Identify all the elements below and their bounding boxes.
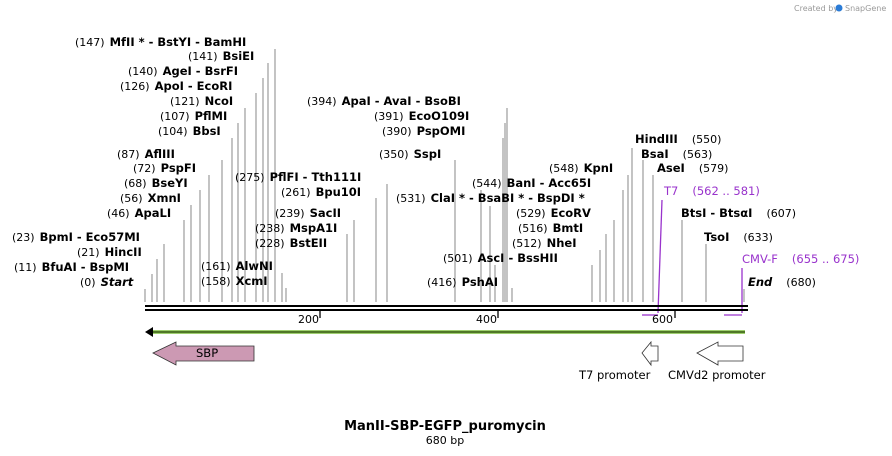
site-label: (11)BfuAI - BspMI <box>14 260 129 274</box>
site-label: HindIII(550) <box>635 132 721 146</box>
dna-backbone <box>145 305 748 311</box>
site-label: (516)BmtI <box>518 221 583 235</box>
primer-label: CMV-F(655 .. 675) <box>742 252 859 266</box>
primer-label: T7(562 .. 581) <box>663 184 760 198</box>
site-label: (107)PflMI <box>160 109 227 123</box>
site-label: (126)ApoI - EcoRI <box>120 79 232 93</box>
site-label: (104)BbsI <box>158 124 221 138</box>
site-label: End(680) <box>748 275 816 289</box>
site-label: (512)NheI <box>512 236 576 250</box>
feature-label-t7-promoter: T7 promoter <box>578 368 651 382</box>
site-label: AseI(579) <box>657 161 728 175</box>
feature-label-sbp: SBP <box>196 346 218 360</box>
site-label: TsoI(633) <box>704 230 773 244</box>
site-label: (72)PspFI <box>133 161 196 175</box>
site-label: (544)BanI - Acc65I <box>472 176 591 190</box>
site-label: (0)Start <box>80 275 134 289</box>
site-label: (228)BstEII <box>255 236 327 250</box>
site-label: (158)XcmI <box>201 274 268 288</box>
site-label: (147)MfII * - BstYI - BamHI <box>75 35 246 49</box>
site-connector-lines <box>144 49 745 302</box>
site-label: (548)KpnI <box>549 161 613 175</box>
site-label: BsaI(563) <box>641 147 712 161</box>
site-label: (275)PflFI - Tth111I <box>235 170 361 184</box>
site-label: (46)ApaLI <box>107 206 171 220</box>
site-label: (238)MspA1I <box>255 221 337 235</box>
site-label: (161)AlwNI <box>201 259 273 273</box>
site-label: (68)BseYI <box>124 176 188 190</box>
plasmid-length: 680 bp <box>426 434 464 447</box>
site-label: (141)BsiEI <box>188 49 254 63</box>
scale-tick-label: 600 <box>652 313 673 326</box>
site-label: (261)Bpu10I <box>281 185 361 199</box>
site-label: (140)AgeI - BsrFI <box>128 64 238 78</box>
feature-t7-promoter: T7 promoter <box>578 340 659 382</box>
feature-label-cmvd2-promoter: CMVd2 promoter <box>668 368 766 382</box>
scale-tick-label: 400 <box>476 313 497 326</box>
site-label: (394)ApaI - AvaI - BsoBI <box>307 94 461 108</box>
site-label: (531)ClaI * - BsaBI * - BspDI * <box>396 191 585 205</box>
site-label: (21)HincII <box>77 245 142 259</box>
site-label: (529)EcoRV <box>516 206 591 220</box>
plasmid-title: ManII-SBP-EGFP_puromycin <box>344 419 546 434</box>
site-label: (239)SacII <box>275 206 341 220</box>
site-label: BtsI - BtsαI(607) <box>681 206 796 220</box>
site-label: (350)SspI <box>379 147 441 161</box>
site-label: (501)AscI - BssHII <box>443 251 558 265</box>
feature-cmvd2-promoter: CMVd2 promoter <box>668 341 766 382</box>
site-label: (87)AflIII <box>117 147 175 161</box>
site-label: (121)NcoI <box>170 94 233 108</box>
site-label: (391)EcoO109I <box>374 109 469 123</box>
site-labels: (147)MfII * - BstYI - BamHI (141)BsiEI (… <box>12 35 859 289</box>
site-label: (416)PshAI <box>427 275 498 289</box>
site-label: (390)PspOMI <box>382 124 465 138</box>
snapgene-branding: Created by SnapGene <box>794 4 886 13</box>
site-label: (56)XmnI <box>120 191 181 205</box>
snapgene-logo-icon <box>835 4 843 12</box>
feature-sbp: SBP <box>152 341 255 366</box>
scale-ticks: 200 400 600 <box>298 311 676 326</box>
site-label: (23)BpmI - Eco57MI <box>12 230 140 244</box>
scale-tick-label: 200 <box>298 313 319 326</box>
branding-name: SnapGene <box>845 4 886 13</box>
orf-arrow <box>145 327 745 337</box>
branding-prefix: Created by <box>794 4 838 13</box>
